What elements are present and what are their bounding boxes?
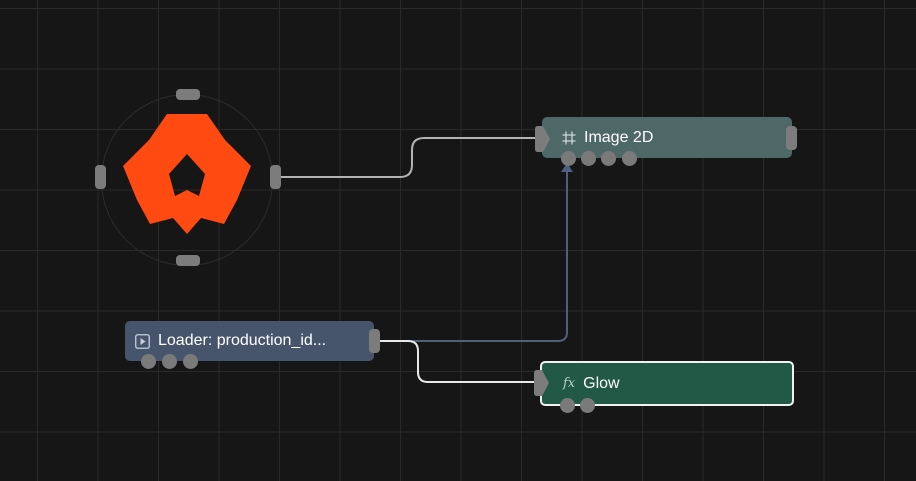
loader-node[interactable]: Loader: production_id...: [125, 321, 374, 361]
logo-port-left[interactable]: [95, 165, 106, 189]
loader-output-port[interactable]: [369, 329, 380, 353]
image-2d-output-port[interactable]: [786, 126, 797, 150]
frame-hash-icon: [562, 131, 576, 145]
wire-arrowhead: [561, 163, 573, 172]
logo-port-top[interactable]: [176, 89, 200, 100]
image-2d-param-port[interactable]: [622, 151, 637, 166]
wire-logo-to-image2d[interactable]: [281, 137, 542, 178]
logo-port-bottom[interactable]: [176, 255, 200, 266]
image-2d-param-port[interactable]: [561, 151, 576, 166]
loader-param-port[interactable]: [141, 354, 156, 369]
glow-param-port[interactable]: [560, 398, 575, 413]
flower-logo-icon: [123, 114, 251, 243]
node-title: Image 2D: [584, 128, 654, 146]
fx-icon: fx: [563, 376, 576, 391]
glow-param-port[interactable]: [580, 398, 595, 413]
loader-param-port[interactable]: [183, 354, 198, 369]
logo-node[interactable]: [95, 89, 281, 266]
wire-loader-to-image2d[interactable]: [377, 172, 568, 342]
glow-input-port[interactable]: [534, 370, 550, 396]
image-2d-input-port[interactable]: [535, 126, 551, 152]
wire-loader-to-glow[interactable]: [377, 340, 540, 383]
image-2d-param-port[interactable]: [581, 151, 596, 166]
play-square-icon: [135, 333, 150, 349]
node-title: Glow: [583, 374, 620, 392]
logo-output-port[interactable]: [270, 165, 281, 189]
node-title: Loader: production_id...: [158, 332, 327, 349]
loader-param-port[interactable]: [162, 354, 177, 369]
image-2d-param-port[interactable]: [601, 151, 616, 166]
image-2d-node[interactable]: Image 2D: [542, 117, 792, 158]
glow-node[interactable]: fx Glow: [540, 361, 794, 406]
